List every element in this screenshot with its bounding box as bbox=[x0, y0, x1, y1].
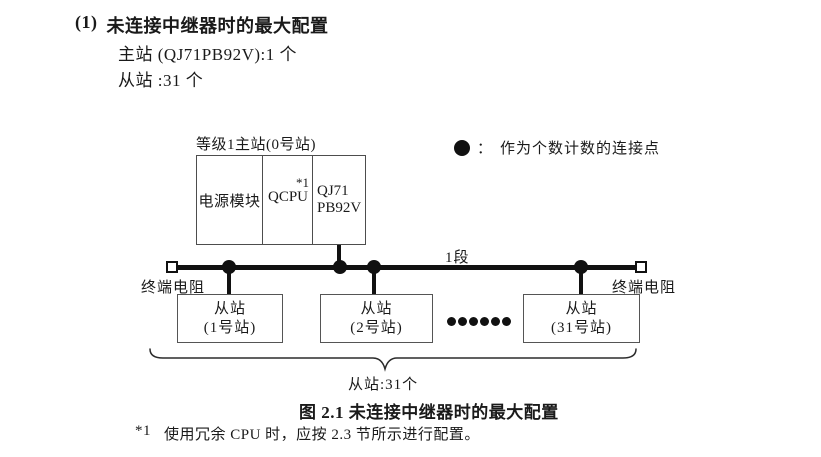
terminator-label-left: 终端电阻 bbox=[141, 280, 206, 296]
slave-station-2-box: 从站 (2号站) bbox=[320, 294, 433, 343]
connection-point-dot bbox=[574, 260, 588, 274]
ellipsis-dot bbox=[458, 317, 467, 326]
master-count-line: 主站 (QJ71PB92V):1 个 bbox=[118, 45, 298, 64]
terminator-label-right: 终端电阻 bbox=[612, 280, 677, 296]
ellipsis-dot bbox=[491, 317, 500, 326]
network-module-cell: QJ71 PB92V bbox=[313, 156, 365, 244]
cpu-footnote-marker: *1 bbox=[296, 175, 309, 190]
section-heading: (1) 未连接中继器时的最大配置 bbox=[75, 12, 329, 38]
cpu-label: QCPU bbox=[268, 189, 309, 205]
connection-point-dot bbox=[367, 260, 381, 274]
underbrace bbox=[149, 348, 637, 372]
footnote-marker: *1 bbox=[135, 423, 151, 439]
figure-caption: 图 2.1 未连接中继器时的最大配置 bbox=[299, 403, 559, 422]
master-station-label: 等级1主站(0号站) bbox=[196, 137, 316, 153]
terminator-square-right bbox=[635, 261, 647, 273]
ellipsis-dot bbox=[447, 317, 456, 326]
footnote-text: 使用冗余 CPU 时，应按 2.3 节所示进行配置。 bbox=[164, 427, 480, 443]
slave31-drop-line bbox=[579, 267, 583, 295]
cpu-cell: *1 QCPU bbox=[263, 156, 313, 244]
slave-station-1-box: 从站 (1号站) bbox=[177, 294, 283, 343]
terminator-square-left bbox=[166, 261, 178, 273]
slave-station-label: 从站 bbox=[565, 300, 598, 317]
section-number: (1) bbox=[75, 12, 98, 32]
bus-line bbox=[177, 265, 635, 270]
legend-text: 作为个数计数的连接点 bbox=[500, 141, 661, 157]
slave-count-line: 从站 :31 个 bbox=[118, 71, 204, 90]
legend: ： 作为个数计数的连接点 bbox=[454, 137, 660, 158]
ellipsis-dot bbox=[502, 317, 511, 326]
ellipsis-dots bbox=[447, 317, 511, 326]
master-station-box: 电源模块 *1 QCPU QJ71 PB92V bbox=[196, 155, 366, 245]
master-drop-line bbox=[337, 245, 341, 267]
network-module-line2: PB92V bbox=[317, 200, 362, 216]
slave2-drop-line bbox=[372, 267, 376, 295]
ellipsis-dot bbox=[480, 317, 489, 326]
section-title: 未连接中继器时的最大配置 bbox=[106, 16, 329, 36]
segment-label: 1段 bbox=[445, 250, 470, 266]
ellipsis-dot bbox=[469, 317, 478, 326]
network-module-line1: QJ71 bbox=[317, 183, 349, 199]
slave-station-31-box: 从站 (31号站) bbox=[523, 294, 640, 343]
slave-station-label: 从站 bbox=[360, 300, 393, 317]
slave-station-number: (31号站) bbox=[551, 319, 612, 336]
slave1-drop-line bbox=[227, 267, 231, 295]
brace-label: 从站:31个 bbox=[348, 377, 419, 393]
legend-colon: ： bbox=[477, 141, 494, 157]
power-module-cell: 电源模块 bbox=[197, 156, 263, 244]
slave-station-number: (1号站) bbox=[203, 319, 257, 336]
connection-point-dot bbox=[222, 260, 236, 274]
connection-point-dot bbox=[333, 260, 347, 274]
slave-station-label: 从站 bbox=[213, 300, 246, 317]
slave-station-number: (2号站) bbox=[350, 319, 403, 336]
connection-point-icon bbox=[454, 139, 470, 156]
footnote: *1 使用冗余 CPU 时，应按 2.3 节所示进行配置。 bbox=[135, 423, 480, 444]
